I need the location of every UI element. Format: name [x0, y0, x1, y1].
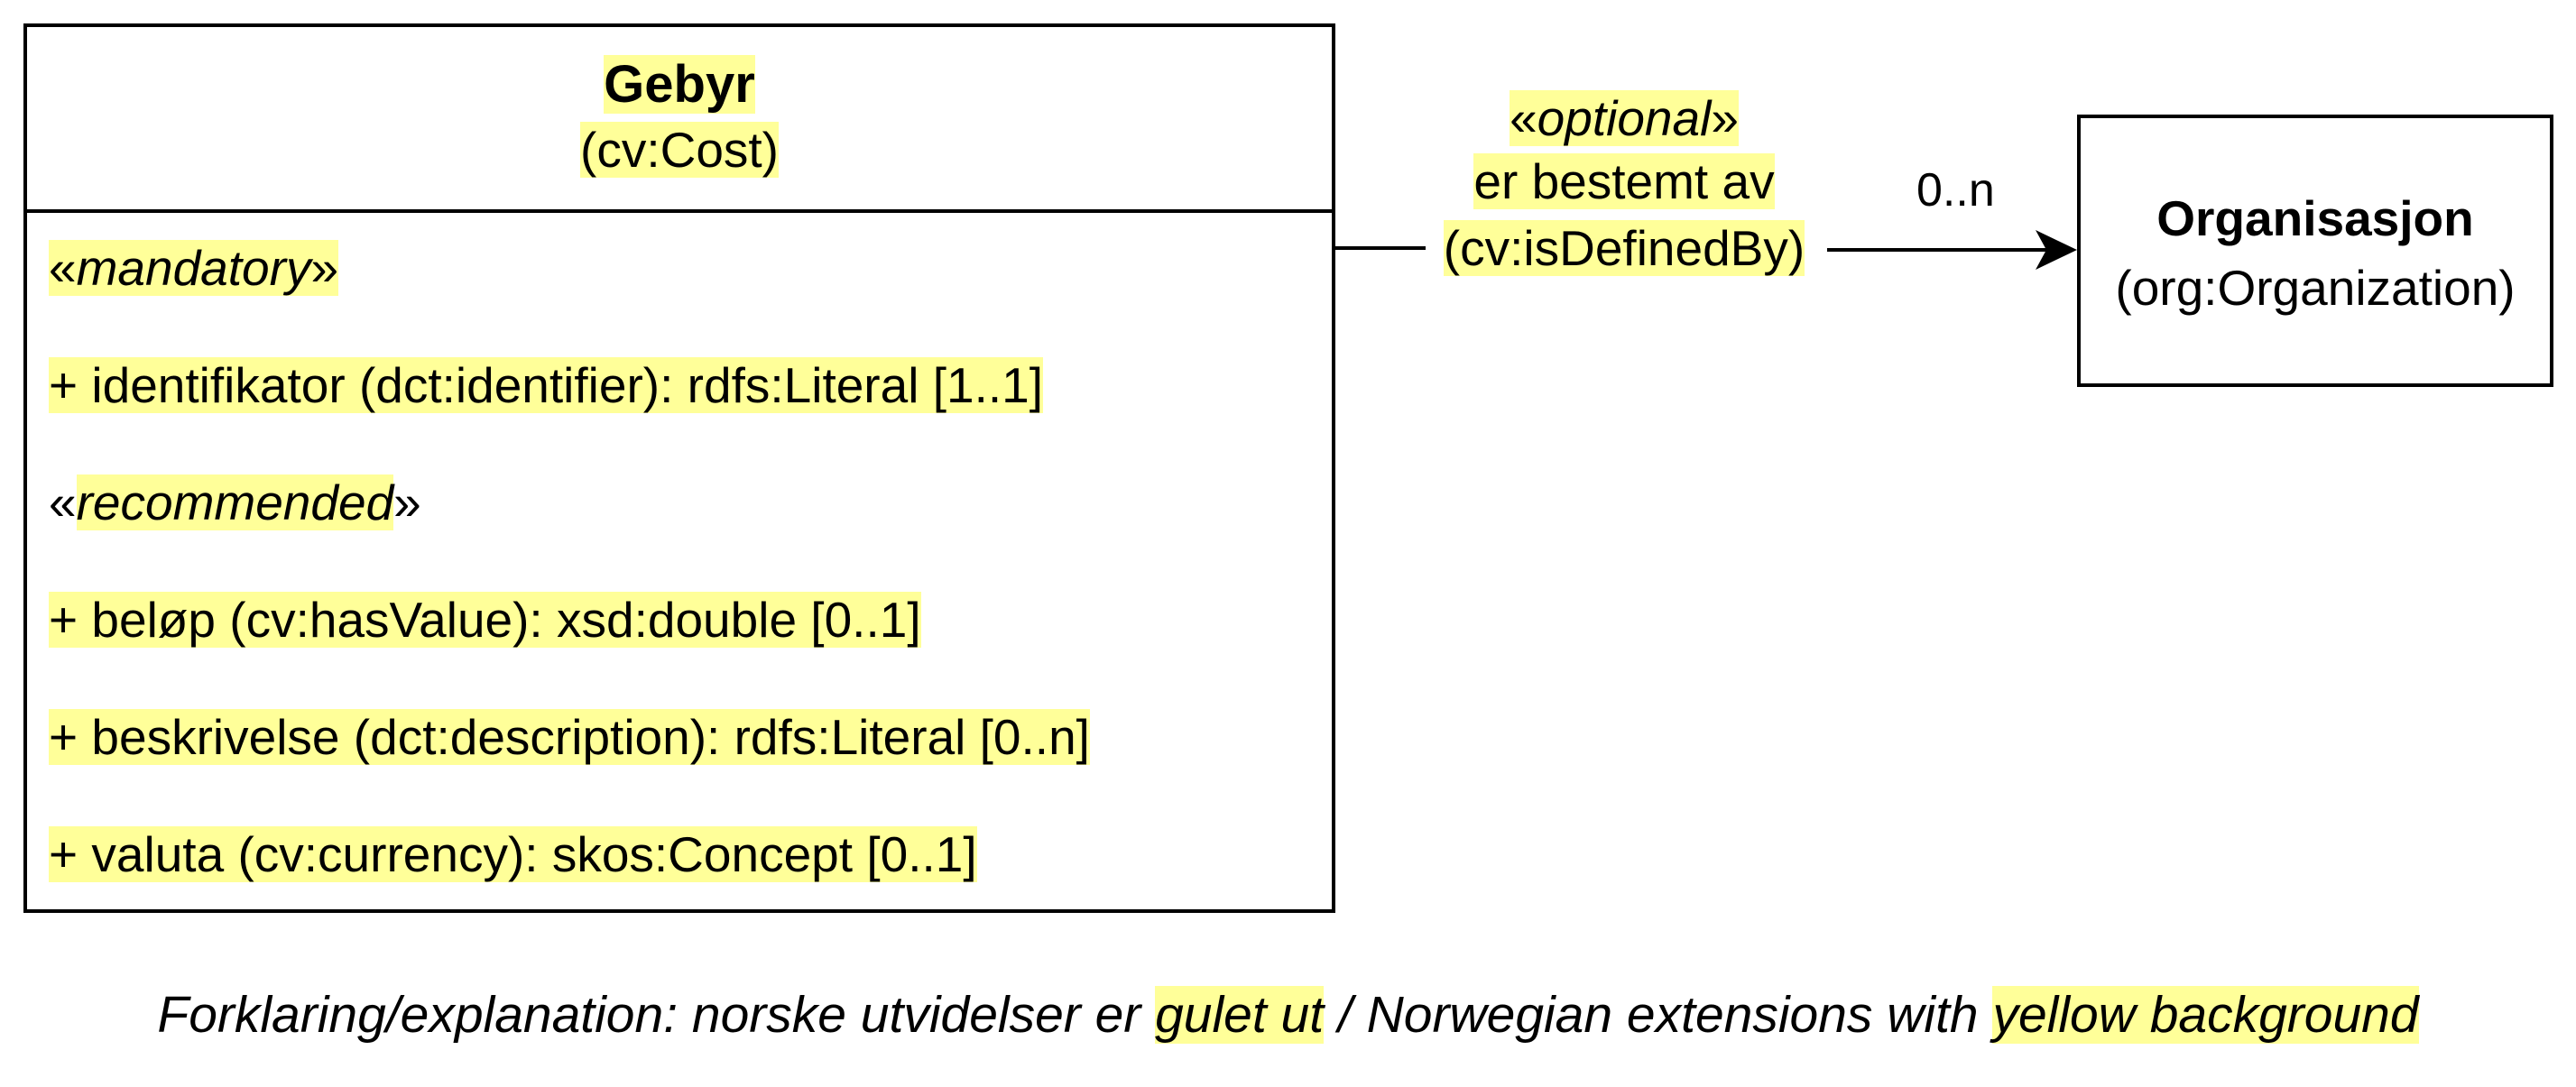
stereotype-mandatory: «mandatory»	[49, 240, 339, 296]
attribute-valuta: + valuta (cv:currency): skos:Concept [0.…	[49, 826, 977, 882]
attribute-identifikator: + identifikator (dct:identifier): rdfs:L…	[49, 357, 1044, 413]
attribute-beskrivelse: + beskrivelse (dct:description): rdfs:Li…	[49, 709, 1090, 765]
class-gebyr-title-wrap: Gebyr	[27, 51, 1332, 118]
stereotype-recommended-label: recommended	[76, 474, 394, 530]
legend-middle: / Norwegian extensions with	[1324, 986, 1993, 1044]
legend-highlight-no: gulet ut	[1155, 986, 1325, 1044]
class-organisasjon-uri: (org:Organization)	[2115, 260, 2516, 316]
legend: Forklaring/explanation: norske utvidelse…	[0, 981, 2576, 1048]
legend-prefix: Forklaring/explanation: norske utvidelse…	[157, 986, 1156, 1044]
arrowhead-icon	[2036, 230, 2077, 270]
attribute-belop: + beløp (cv:hasValue): xsd:double [0..1]	[49, 592, 921, 648]
class-organisasjon[interactable]: Organisasjon (org:Organization)	[2077, 115, 2553, 387]
association-stereotype: «optional»	[1510, 90, 1739, 146]
attribute-row: + beskrivelse (dct:description): rdfs:Li…	[49, 705, 1090, 770]
association-uri: (cv:isDefinedBy)	[1443, 220, 1805, 276]
class-gebyr-uri-wrap: (cv:Cost)	[27, 118, 1332, 183]
legend-highlight-en: yellow background	[1992, 986, 2419, 1044]
class-gebyr-uri: (cv:Cost)	[580, 122, 779, 178]
attribute-row: + beløp (cv:hasValue): xsd:double [0..1]	[49, 588, 921, 653]
attribute-row: + identifikator (dct:identifier): rdfs:L…	[49, 354, 1044, 419]
class-gebyr-header: Gebyr (cv:Cost)	[27, 27, 1332, 213]
association-stereotype-label: optional	[1537, 90, 1712, 146]
association-name-wrap: er bestemt av	[1371, 150, 1877, 215]
stereotype-recommended: «recommended»	[49, 474, 421, 530]
class-organisasjon-title: Organisasjon	[2156, 190, 2474, 246]
attribute-row: + valuta (cv:currency): skos:Concept [0.…	[49, 823, 977, 888]
class-gebyr[interactable]: Gebyr (cv:Cost) «mandatory» + identifika…	[23, 23, 1335, 913]
association-uri-wrap: (cv:isDefinedBy)	[1371, 216, 1877, 281]
class-gebyr-title: Gebyr	[604, 55, 755, 114]
association-multiplicity: 0..n	[1916, 164, 1995, 216]
association-name: er bestemt av	[1473, 153, 1775, 209]
stereotype-mandatory-label: mandatory	[76, 240, 311, 296]
